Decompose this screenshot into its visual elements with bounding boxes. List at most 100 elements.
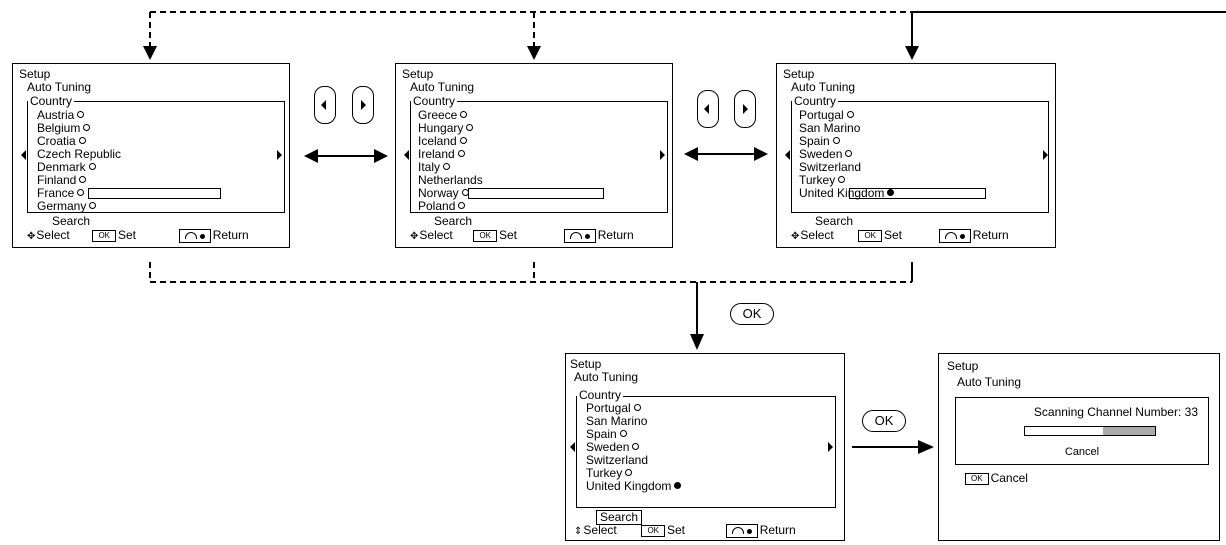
right-arrow-icon[interactable]	[277, 150, 282, 160]
country-item[interactable]: Turkey	[799, 173, 846, 187]
country-name: France	[37, 186, 75, 200]
radio-icon	[625, 469, 633, 477]
country-name: Iceland	[418, 134, 457, 148]
left-arrow-icon[interactable]	[570, 442, 575, 452]
country-item[interactable]: United Kingdom	[586, 480, 682, 493]
country-label: Country	[411, 94, 458, 108]
country-name: United Kingdom	[799, 186, 885, 200]
country-item[interactable]: Finland	[37, 174, 87, 187]
left-button[interactable]	[314, 86, 336, 124]
country-item[interactable]: France	[37, 186, 85, 200]
country-item[interactable]: Switzerland	[799, 161, 861, 174]
radio-icon	[458, 202, 466, 210]
left-arrow-icon[interactable]	[404, 150, 409, 160]
country-item[interactable]: Iceland	[418, 135, 467, 148]
country-list	[576, 396, 836, 508]
arrow-down-1	[143, 46, 157, 60]
selected-radio-icon	[674, 482, 682, 490]
country-item[interactable]: Italy	[418, 160, 451, 174]
country-name: Italy	[418, 160, 441, 174]
country-item[interactable]: Czech Republic	[37, 148, 121, 161]
selection-highlight	[88, 188, 221, 199]
search-button[interactable]: Search	[434, 214, 473, 228]
arrow-right-final	[918, 440, 934, 454]
selection-highlight	[468, 188, 604, 199]
ok-button[interactable]: OK	[862, 410, 906, 432]
country-item[interactable]: Ireland	[418, 148, 465, 161]
search-button[interactable]: Search	[52, 214, 91, 228]
right-arrow-icon[interactable]	[1043, 150, 1048, 160]
right-arrow-icon[interactable]	[828, 442, 833, 452]
radio-icon	[832, 137, 840, 145]
left-button[interactable]	[697, 90, 719, 128]
radio-icon	[77, 189, 85, 197]
left-arrow-icon[interactable]	[785, 150, 790, 160]
country-name: Poland	[418, 199, 456, 213]
arrow-down-ok	[690, 334, 704, 350]
radio-icon	[460, 111, 468, 119]
country-item[interactable]: Sweden	[586, 440, 640, 454]
country-item[interactable]: Croatia	[37, 135, 86, 148]
country-item[interactable]: Germany	[37, 200, 97, 213]
right-button[interactable]	[734, 90, 756, 128]
menu-setup: Setup	[19, 67, 51, 81]
progress-fill	[1103, 427, 1155, 435]
country-name: Turkey	[799, 173, 836, 187]
country-name: Belgium	[37, 121, 81, 135]
radio-icon	[845, 150, 853, 158]
country-list	[791, 101, 1049, 213]
country-item[interactable]: Poland	[418, 199, 466, 213]
cancel-button[interactable]: Cancel	[990, 471, 1028, 485]
radio-icon	[846, 111, 854, 119]
country-name: Turkey	[586, 466, 623, 480]
country-item[interactable]: San Marino	[586, 415, 647, 428]
scanning-panel: Scanning Channel Number: 33 Cancel	[955, 397, 1209, 465]
right-arrow-icon[interactable]	[660, 150, 665, 160]
select-arrows-icon: ⇕	[574, 526, 583, 538]
country-item[interactable]: Austria	[37, 109, 85, 122]
radio-icon	[89, 202, 97, 210]
country-item[interactable]: Netherlands	[418, 174, 483, 187]
left-arrow-icon[interactable]	[21, 150, 26, 160]
menu-auto-tuning: Auto Tuning	[791, 80, 856, 94]
radio-icon	[632, 443, 640, 451]
country-item[interactable]: Belgium	[37, 121, 91, 135]
country-item[interactable]: United Kingdom	[799, 186, 895, 200]
country-item[interactable]: Spain	[586, 428, 627, 441]
ok-key-icon: OK	[641, 525, 665, 537]
country-item[interactable]: Sweden	[799, 148, 853, 161]
radio-icon	[633, 404, 641, 412]
cancel-label[interactable]: Cancel	[1064, 446, 1100, 458]
return-key-icon	[938, 229, 971, 243]
country-label: Country	[577, 388, 624, 402]
arrow-down-3	[905, 46, 919, 60]
left-arrow-icon	[321, 100, 326, 110]
right-button[interactable]	[352, 86, 374, 124]
country-item[interactable]: Greece	[418, 108, 468, 122]
country-item[interactable]: Portugal	[799, 109, 854, 122]
country-item[interactable]: Spain	[799, 135, 840, 148]
right-arrow-icon	[743, 104, 748, 114]
country-item[interactable]: San Marino	[799, 122, 860, 135]
menu-setup: Setup	[947, 359, 979, 373]
country-name: Greece	[418, 108, 458, 122]
search-button[interactable]: Search	[596, 510, 643, 525]
bottom-dashed-line	[149, 262, 912, 283]
search-button[interactable]: Search	[815, 214, 854, 228]
country-item[interactable]: Denmark	[37, 161, 96, 174]
select-arrows-icon: ✥	[27, 231, 36, 243]
country-item[interactable]: Switzerland	[586, 454, 648, 467]
ok-button[interactable]: OK	[730, 303, 774, 325]
radio-icon	[838, 176, 846, 184]
radio-icon	[443, 163, 451, 171]
country-name: Sweden	[586, 440, 630, 454]
country-item[interactable]: Hungary	[418, 122, 474, 135]
country-item[interactable]: Turkey	[586, 466, 633, 480]
country-item[interactable]: Portugal	[586, 402, 641, 415]
